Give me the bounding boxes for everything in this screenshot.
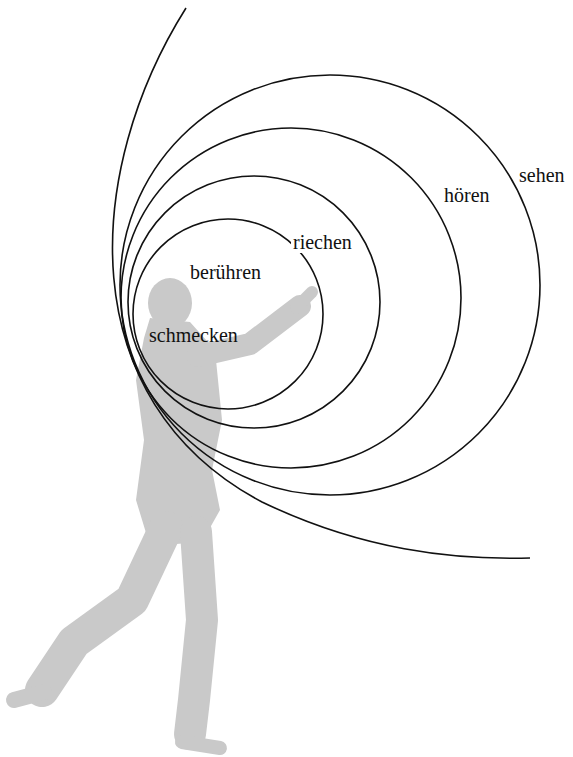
ring xyxy=(121,128,461,468)
sense-rings xyxy=(113,8,540,558)
walking-figure xyxy=(14,278,312,748)
sense-label: schmecken xyxy=(147,324,240,346)
sense-label: sehen xyxy=(517,164,567,186)
sense-label: berühren xyxy=(188,261,263,283)
sense-label: riechen xyxy=(291,231,354,253)
ring xyxy=(120,75,540,495)
sense-label: hören xyxy=(442,184,492,206)
ring xyxy=(128,176,380,428)
outer-arc xyxy=(113,8,530,558)
